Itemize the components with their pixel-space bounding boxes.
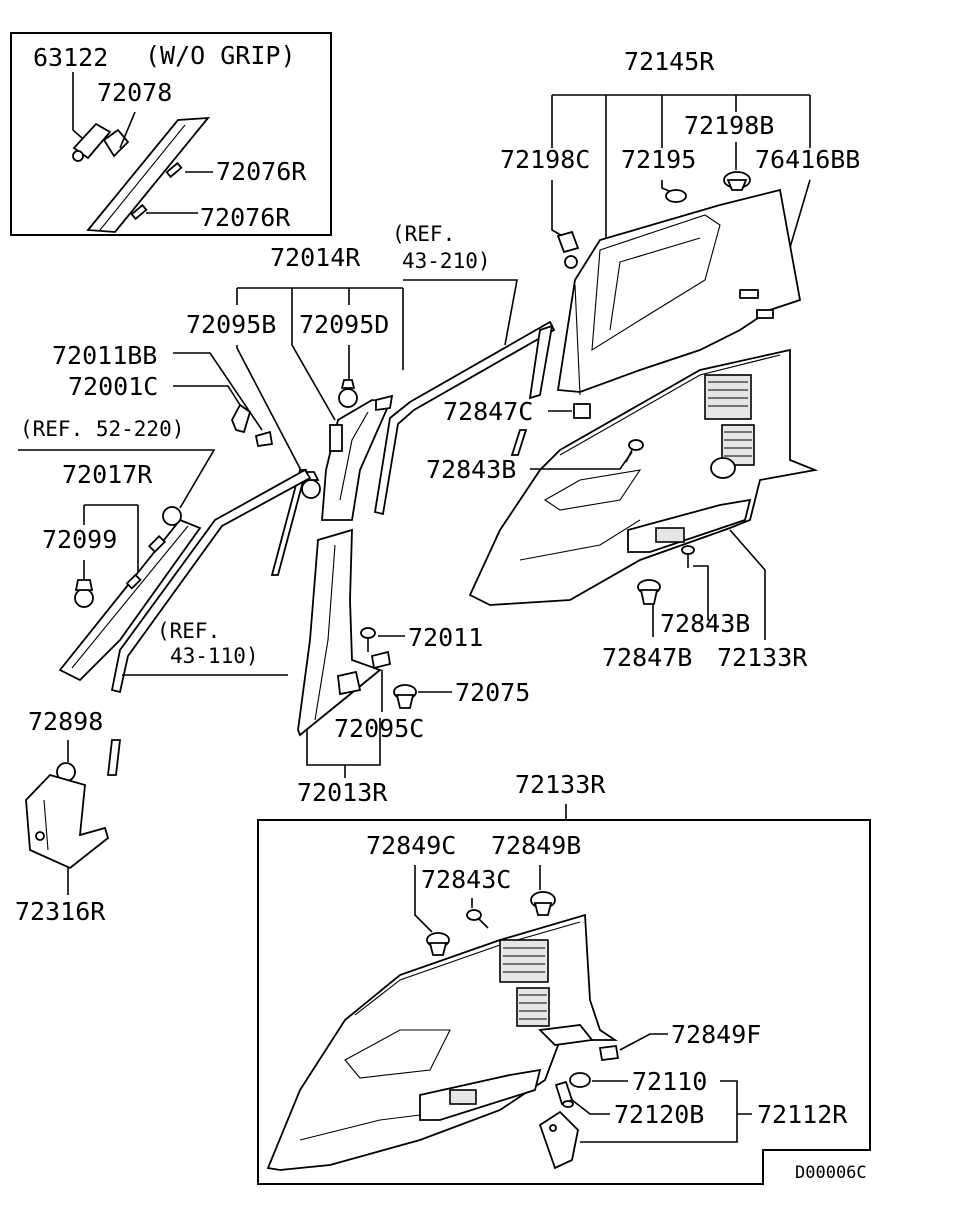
bracket-part-72112R <box>538 1110 579 1170</box>
label-72198C[interactable]: 72198C <box>500 145 590 174</box>
front-pillar-part <box>58 518 202 682</box>
drawing-code: D00006C <box>795 1163 867 1183</box>
bracket-72013R <box>306 718 381 766</box>
rear-upper-trim-part <box>556 188 802 396</box>
clip-72849C <box>426 932 450 956</box>
label-72195[interactable]: 72195 <box>621 145 696 174</box>
label-72017R[interactable]: 72017R <box>62 460 153 489</box>
ref-43-110-b: 43-110) <box>170 644 259 668</box>
rear-quarter-trim-upper-part <box>468 348 819 606</box>
label-72014R[interactable]: 72014R <box>270 243 361 272</box>
label-72095D[interactable]: 72095D <box>299 310 389 339</box>
label-72145R[interactable]: 72145R <box>624 47 715 76</box>
leader-72198C <box>551 180 567 239</box>
label-72095C[interactable]: 72095C <box>334 714 424 743</box>
leader-63122 <box>72 72 83 139</box>
leader-72849C <box>414 865 433 933</box>
weatherstrip-43-210-seg <box>510 429 528 456</box>
clip-72099 <box>74 579 94 608</box>
clip-72847C <box>573 403 591 419</box>
label-72120B[interactable]: 72120B <box>614 1100 704 1129</box>
leader-72843B-b <box>693 565 710 621</box>
label-72078[interactable]: 72078 <box>97 78 172 107</box>
inset-pillar-part <box>72 116 211 233</box>
label-72849C[interactable]: 72849C <box>366 831 456 860</box>
screw-72120B <box>554 1080 574 1108</box>
clip-72198B <box>723 171 751 191</box>
label-72316R[interactable]: 72316R <box>15 897 106 926</box>
leader-72843B-a <box>530 451 633 470</box>
clip-72095C <box>370 650 392 670</box>
leader-ref-43-210 <box>403 279 518 346</box>
leader-72011BB <box>173 352 263 431</box>
ref-43-210-b: 43-210) <box>402 249 491 273</box>
label-72843C[interactable]: 72843C <box>421 865 511 894</box>
weatherstrip-43-110 <box>110 468 312 694</box>
inset-frame <box>10 32 332 236</box>
label-72849F[interactable]: 72849F <box>671 1020 761 1049</box>
clip-72110 <box>569 1072 591 1088</box>
clip-72849F <box>598 1044 620 1062</box>
bracket-72145R <box>551 94 811 245</box>
weatherstrip-43-210 <box>373 320 556 516</box>
label-72001C[interactable]: 72001C <box>68 372 158 401</box>
label-72133R-a[interactable]: 72133R <box>717 643 808 672</box>
pillar-72014R-part <box>321 394 394 521</box>
label-72013R[interactable]: 72013R <box>297 778 388 807</box>
label-72843B-a[interactable]: 72843B <box>426 455 516 484</box>
inset-note: (W/O GRIP) <box>145 41 296 70</box>
leader-72120B <box>571 1099 610 1115</box>
leader-72133R-a <box>729 529 766 640</box>
clip-ref-52-220 <box>162 506 182 526</box>
label-72095B[interactable]: 72095B <box>186 310 276 339</box>
label-72198B[interactable]: 72198B <box>684 111 774 140</box>
clip-72849B <box>530 891 556 916</box>
leader-ref-52-220 <box>18 449 216 509</box>
label-72075[interactable]: 72075 <box>455 678 530 707</box>
ref-43-210-a: (REF. <box>392 222 455 246</box>
clip-72001C <box>231 403 274 448</box>
label-72847C[interactable]: 72847C <box>443 397 533 426</box>
screw-72011 <box>360 627 376 652</box>
label-72011[interactable]: 72011 <box>408 623 483 652</box>
kick-panel-part <box>25 773 110 870</box>
bracket-72014R <box>236 287 404 421</box>
center-pillar-lower-part <box>297 528 382 737</box>
ref-43-110-a: (REF. <box>157 619 220 643</box>
label-72011BB[interactable]: 72011BB <box>52 341 157 370</box>
weatherstrip-43-110-lower <box>106 739 122 776</box>
label-72112R[interactable]: 72112R <box>757 1100 848 1129</box>
cap-72195 <box>665 189 687 203</box>
leader-72078 <box>119 111 136 149</box>
label-72847B[interactable]: 72847B <box>602 643 692 672</box>
bracket-72112R <box>720 1080 752 1143</box>
clip-72095D <box>338 379 358 408</box>
leader-72095B <box>236 345 306 479</box>
screw-72843C <box>466 909 489 929</box>
label-72076R-b[interactable]: 72076R <box>200 203 291 232</box>
label-72843B-b[interactable]: 72843B <box>660 609 750 638</box>
label-72076R-a[interactable]: 72076R <box>216 157 307 186</box>
clip-72847B <box>637 579 661 605</box>
label-72849B[interactable]: 72849B <box>491 831 581 860</box>
leader-72001C <box>173 385 241 406</box>
ref-52-220: (REF. 52-220) <box>20 417 184 441</box>
clip-72198C <box>556 230 580 269</box>
label-72110[interactable]: 72110 <box>632 1067 707 1096</box>
label-72898[interactable]: 72898 <box>28 707 103 736</box>
clip-72075 <box>393 684 417 709</box>
lower-group-frame <box>257 819 871 1185</box>
label-72133R-b[interactable]: 72133R <box>515 770 606 799</box>
screw-72843B-b <box>681 545 695 568</box>
label-76416BB[interactable]: 76416BB <box>755 145 860 174</box>
rear-quarter-trim-lower-part <box>266 913 618 1171</box>
label-63122[interactable]: 63122 <box>33 43 108 72</box>
label-72099[interactable]: 72099 <box>42 525 117 554</box>
leader-72849F <box>619 1033 668 1051</box>
weatherstrip-43-210-rear <box>528 324 554 400</box>
